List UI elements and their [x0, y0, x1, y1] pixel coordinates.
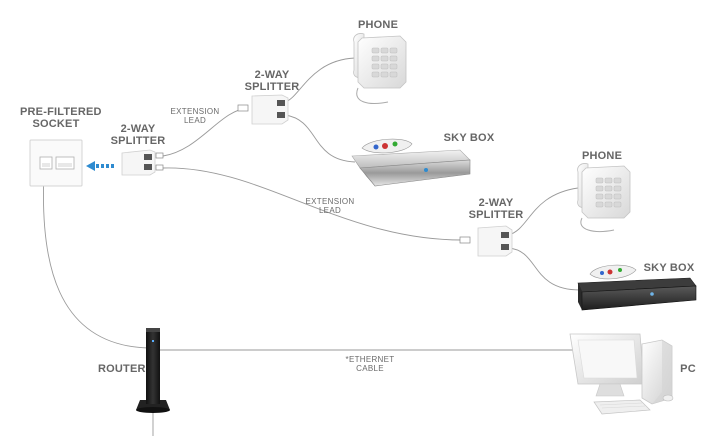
arrow-icon [86, 161, 114, 171]
skybox-right-label: SKY BOX [643, 262, 695, 274]
splitter-top [237, 94, 289, 125]
phone-top-cable [284, 57, 356, 103]
skybox-top-label: SKY BOX [443, 132, 495, 144]
pre-filtered-socket [29, 139, 83, 187]
splitter-right [459, 225, 513, 257]
router-label: ROUTER [98, 363, 146, 375]
phone-right [577, 163, 631, 232]
extension-lead-mid-cable [162, 167, 463, 241]
phone-top-label: PHONE [358, 19, 399, 31]
socket-router-cable [43, 171, 149, 349]
cables [43, 57, 590, 436]
router [136, 328, 170, 413]
phone-right-cable [507, 187, 579, 236]
pc-label: PC [680, 363, 696, 375]
skybox-right [577, 264, 697, 311]
pc [569, 333, 674, 415]
phone-right-label: PHONE [582, 150, 623, 162]
skybox-top [351, 138, 471, 187]
skybox-right-cable [507, 247, 581, 291]
phone-top [353, 33, 407, 104]
splitter-left [121, 149, 164, 176]
skybox-top-cable [284, 114, 356, 163]
